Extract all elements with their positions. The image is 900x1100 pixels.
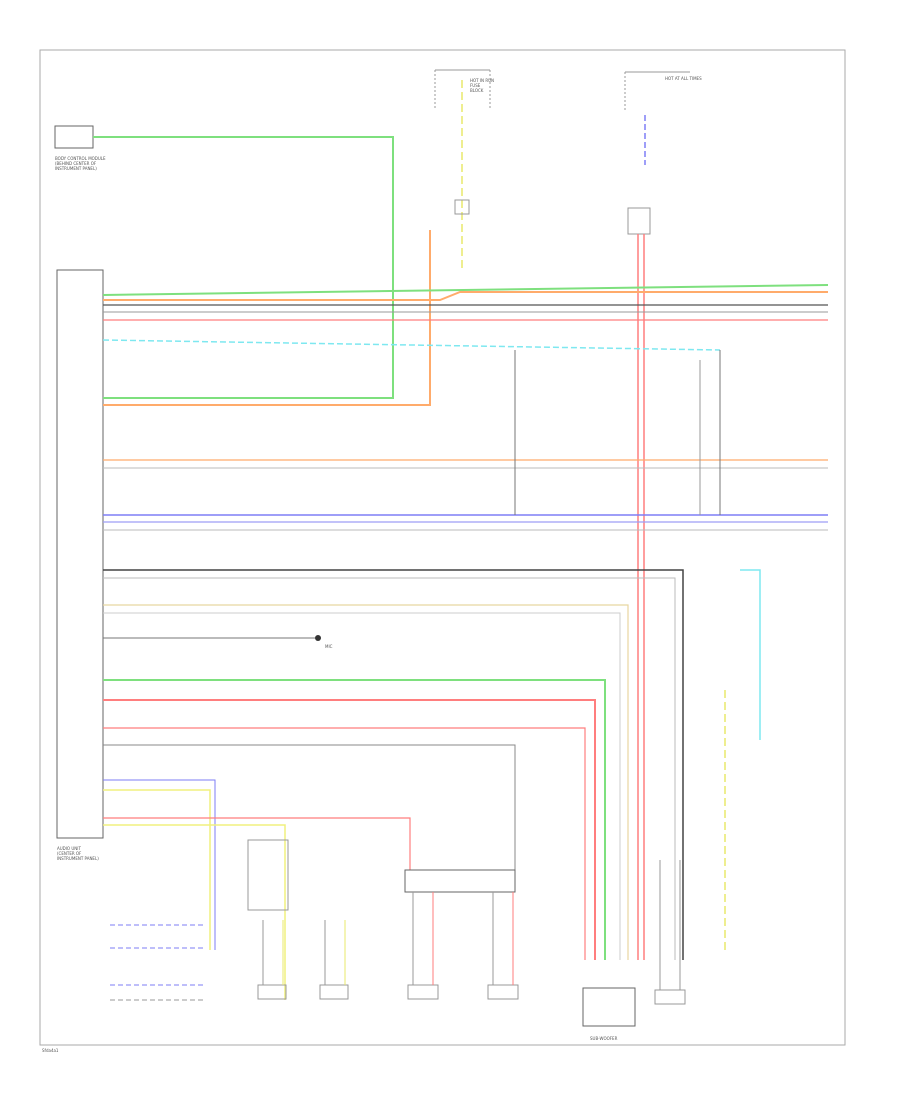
wire-gray-door (103, 744, 516, 880)
amp-box-left (247, 839, 289, 911)
center-speaker-box (654, 989, 686, 1005)
audio-unit-box (56, 269, 104, 839)
wire-antenna (740, 569, 761, 740)
wire-orange-top (103, 291, 828, 301)
bcm-label: BODY CONTROL MODULE (BEHIND CENTER OF IN… (55, 156, 107, 171)
wire-green-top (102, 284, 829, 296)
wire-green-sub (103, 679, 606, 960)
sub-woofer-label: SUB-WOOFER (590, 1036, 618, 1041)
mic-icon (315, 635, 321, 641)
mic-label: MIC (325, 644, 333, 649)
wire-red-door (103, 727, 586, 960)
wire-gray-sub2 (103, 612, 621, 960)
tweeter-connectors (110, 924, 205, 1001)
diagram-border (39, 49, 846, 1046)
amp-box (404, 869, 516, 893)
wire-yellow-door2 (103, 824, 286, 1000)
wire-dark-sub (103, 569, 684, 960)
wire-red-door2 (103, 817, 411, 880)
wire-gray-sub (103, 577, 676, 960)
sub-woofer-box (582, 987, 636, 1027)
speaker-connectors (257, 892, 519, 1000)
wire-tan-sub (103, 604, 629, 960)
svg-text:HOT AT ALL TIMES: HOT AT ALL TIMES (665, 76, 702, 81)
wire-cyan-1 (102, 339, 721, 351)
wire-orange-fuse (103, 230, 431, 406)
footer-code: Sfda4a1 (42, 1048, 59, 1053)
audio-unit-label: AUDIO UNIT (CENTER OF INSTRUMENT PANEL) (57, 846, 99, 861)
wire-blue-door (103, 779, 216, 950)
wire-yellow-door (103, 789, 211, 950)
wire-green-bcm (93, 136, 394, 399)
fuse-block-right: HOT AT ALL TIMES (624, 71, 702, 960)
wire-red-sub (103, 699, 596, 960)
bcm-box (54, 125, 94, 149)
